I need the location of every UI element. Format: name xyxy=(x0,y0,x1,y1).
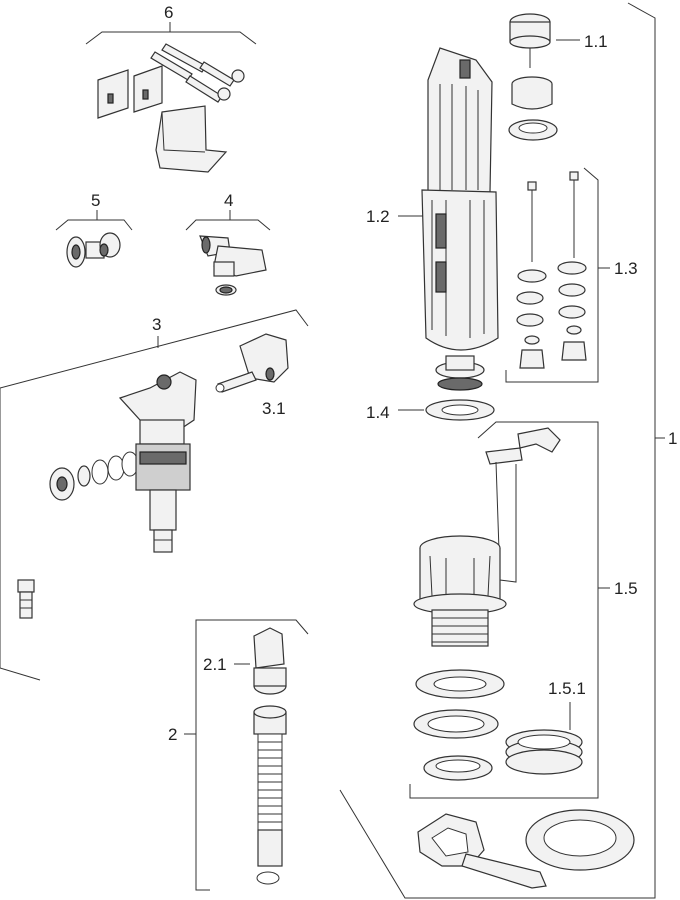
label-part-1: 1 xyxy=(668,429,677,448)
label-part-1-5: 1.5 xyxy=(614,579,638,598)
label-part-2-1: 2.1 xyxy=(203,655,227,674)
kit-6-bracket-line xyxy=(85,22,257,45)
part-2-extension-tube xyxy=(253,705,287,885)
part-3-1-float-arm xyxy=(215,333,289,393)
label-part-1-1: 1.1 xyxy=(584,32,608,51)
fill-valve-body xyxy=(118,371,197,553)
part-1-2-flush-valve xyxy=(421,47,499,391)
label-part-4: 4 xyxy=(224,191,233,210)
label-part-1-4: 1.4 xyxy=(366,403,390,422)
part-1-3-screws-and-washers xyxy=(516,171,587,369)
fill-valve-hose xyxy=(17,402,131,619)
part-2-1-clip xyxy=(253,627,287,695)
mounting-brackets xyxy=(97,65,163,119)
fill-valve-seals xyxy=(49,451,139,501)
label-part-2: 2 xyxy=(168,725,177,744)
part-1-5-outlet xyxy=(413,427,561,781)
label-part-3: 3 xyxy=(152,315,161,334)
part-1-5-1-seals xyxy=(505,729,583,775)
large-seal-ring xyxy=(525,809,635,871)
mounting-plate xyxy=(155,105,228,173)
kit-2-bracket-line xyxy=(184,619,309,891)
label-part-5: 5 xyxy=(91,191,100,210)
kit-1-bracket xyxy=(339,2,665,899)
label-part-3-1: 3.1 xyxy=(262,399,286,418)
kit-5-bracket-line xyxy=(55,210,133,231)
kit-3-bracket-line xyxy=(0,309,309,681)
label-part-6: 6 xyxy=(164,3,173,22)
wall-plugs-and-screws xyxy=(150,43,245,103)
kit-1-5-bracket-line xyxy=(409,421,610,799)
label-part-1-5-1: 1.5.1 xyxy=(548,679,586,698)
spanner-tool xyxy=(417,813,547,889)
part-1-1-button xyxy=(508,13,558,141)
part-1-4-seal xyxy=(425,399,495,421)
label-part-1-3: 1.3 xyxy=(614,259,638,278)
kit-1-3-bracket-line xyxy=(505,167,610,383)
kit-4-bracket-line xyxy=(185,210,271,231)
label-part-1-2: 1.2 xyxy=(366,207,390,226)
part-4-angle-connector xyxy=(199,235,267,296)
part-5-fastener xyxy=(66,232,121,268)
